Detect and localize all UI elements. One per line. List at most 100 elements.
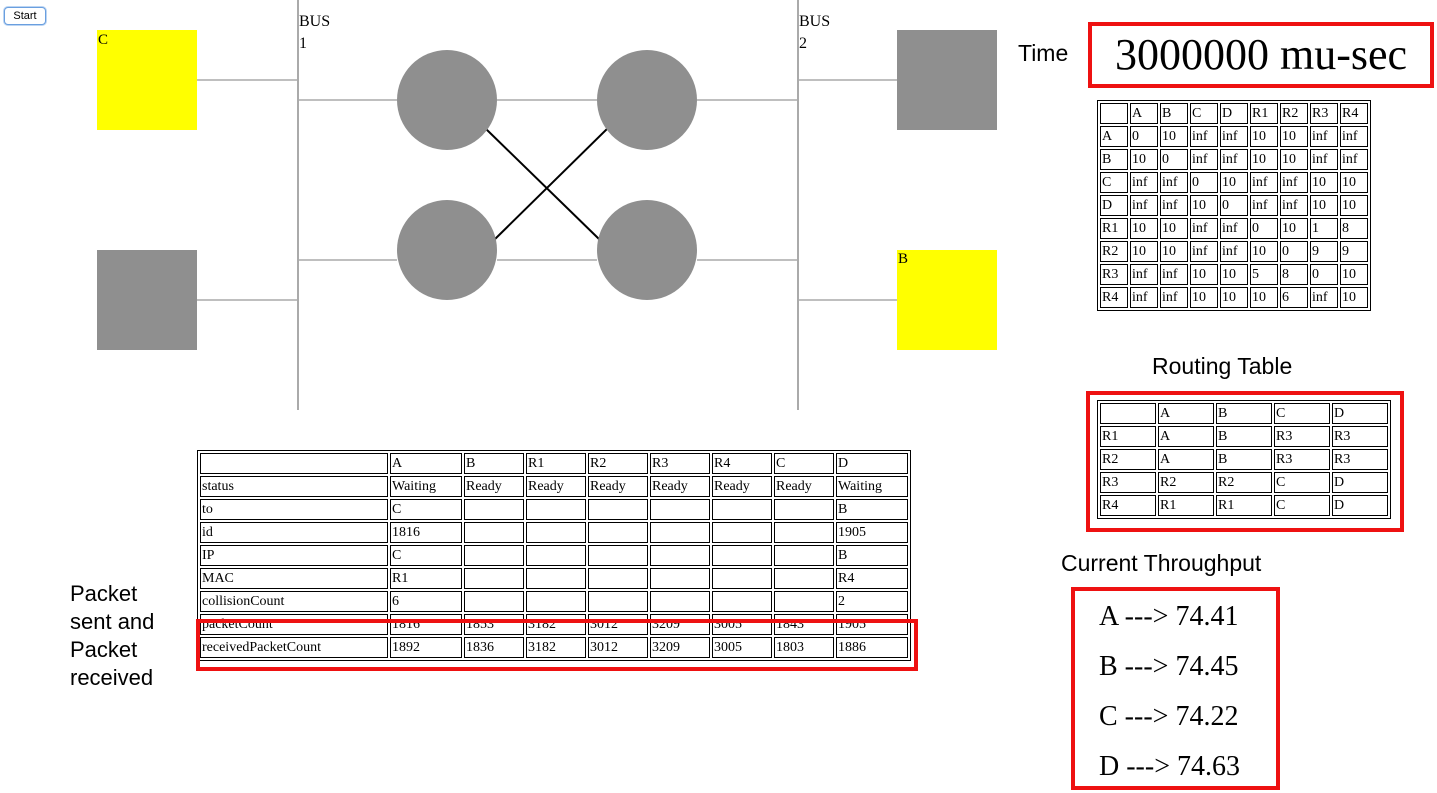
- table-cell: [774, 499, 834, 520]
- table-cell: [588, 545, 648, 566]
- table-cell: [712, 499, 772, 520]
- table-cell: [712, 545, 772, 566]
- router-node: [397, 50, 497, 150]
- table-cell: 8: [1340, 218, 1368, 239]
- table-cell: 0: [1310, 264, 1338, 285]
- header-cell: [1100, 403, 1156, 424]
- table-cell: [650, 545, 710, 566]
- table-cell: inf: [1250, 172, 1278, 193]
- table-cell: Ready: [650, 476, 710, 497]
- table-cell: [526, 591, 586, 612]
- packet-count-highlight: [196, 619, 918, 671]
- table-cell: [774, 591, 834, 612]
- table-cell: 2: [836, 591, 908, 612]
- table-cell: [464, 545, 524, 566]
- table-cell: 0: [1160, 149, 1188, 170]
- table-cell: A: [1158, 449, 1214, 470]
- header-cell: D: [836, 453, 908, 474]
- row-label: R4: [1100, 495, 1156, 516]
- table-cell: inf: [1190, 218, 1218, 239]
- host-node-c: [97, 30, 197, 130]
- table-cell: 3005: [712, 637, 772, 658]
- table-cell: [650, 499, 710, 520]
- table-cell: 10: [1130, 149, 1158, 170]
- header-cell: D: [1220, 103, 1248, 124]
- table-cell: 1905: [836, 522, 908, 543]
- table-cell: 3012: [588, 637, 648, 658]
- row-label: R1: [1100, 426, 1156, 447]
- header-cell: C: [1274, 403, 1330, 424]
- row-label: to: [200, 499, 388, 520]
- table-cell: inf: [1160, 195, 1188, 216]
- table-cell: inf: [1130, 264, 1158, 285]
- table-cell: 10: [1160, 218, 1188, 239]
- table-cell: inf: [1130, 195, 1158, 216]
- table-cell: 10: [1250, 126, 1278, 147]
- header-cell: C: [774, 453, 834, 474]
- table-cell: R1: [1216, 495, 1272, 516]
- packet-annotation-line: sent and: [70, 609, 155, 634]
- table-cell: inf: [1190, 149, 1218, 170]
- table-cell: inf: [1220, 218, 1248, 239]
- table-cell: [526, 545, 586, 566]
- router-node: [597, 50, 697, 150]
- table-cell: Ready: [464, 476, 524, 497]
- table-cell: R3: [1274, 426, 1330, 447]
- table-cell: R1: [1158, 495, 1214, 516]
- table-cell: inf: [1340, 149, 1368, 170]
- cross-link-1: [484, 127, 601, 241]
- table-cell: 10: [1220, 264, 1248, 285]
- table-cell: [774, 568, 834, 589]
- row-label: R3: [1100, 472, 1156, 493]
- table-cell: C: [390, 545, 462, 566]
- table-cell: 10: [1280, 126, 1308, 147]
- packet-annotation: Packet sent and Packet received: [70, 580, 154, 692]
- table-cell: 1886: [836, 637, 908, 658]
- table-cell: B: [1216, 426, 1272, 447]
- row-label: R2: [1100, 449, 1156, 470]
- header-cell: R1: [1250, 103, 1278, 124]
- packet-annotation-line: Packet: [70, 637, 138, 662]
- table-cell: C: [390, 499, 462, 520]
- start-button[interactable]: Start: [4, 7, 46, 25]
- table-cell: [526, 568, 586, 589]
- table-cell: inf: [1250, 195, 1278, 216]
- table-cell: D: [1332, 472, 1388, 493]
- row-label: D: [1100, 195, 1128, 216]
- table-cell: 9: [1340, 241, 1368, 262]
- routing-table-title: Routing Table: [1152, 353, 1293, 379]
- table-cell: inf: [1220, 241, 1248, 262]
- table-cell: inf: [1310, 149, 1338, 170]
- table-cell: 10: [1250, 149, 1278, 170]
- header-cell: R4: [712, 453, 772, 474]
- table-cell: Ready: [588, 476, 648, 497]
- table-cell: inf: [1160, 287, 1188, 308]
- table-cell: inf: [1190, 126, 1218, 147]
- table-cell: A: [1158, 426, 1214, 447]
- router-node: [397, 200, 497, 300]
- table-cell: 10: [1310, 195, 1338, 216]
- table-cell: 10: [1250, 287, 1278, 308]
- packet-annotation-line: received: [70, 665, 154, 690]
- header-cell: B: [1160, 103, 1188, 124]
- row-label: B: [1100, 149, 1128, 170]
- row-label: A: [1100, 126, 1128, 147]
- table-cell: 10: [1310, 172, 1338, 193]
- header-cell: D: [1332, 403, 1388, 424]
- table-cell: D: [1332, 495, 1388, 516]
- throughput-a: A ---> 74.41: [1099, 601, 1239, 632]
